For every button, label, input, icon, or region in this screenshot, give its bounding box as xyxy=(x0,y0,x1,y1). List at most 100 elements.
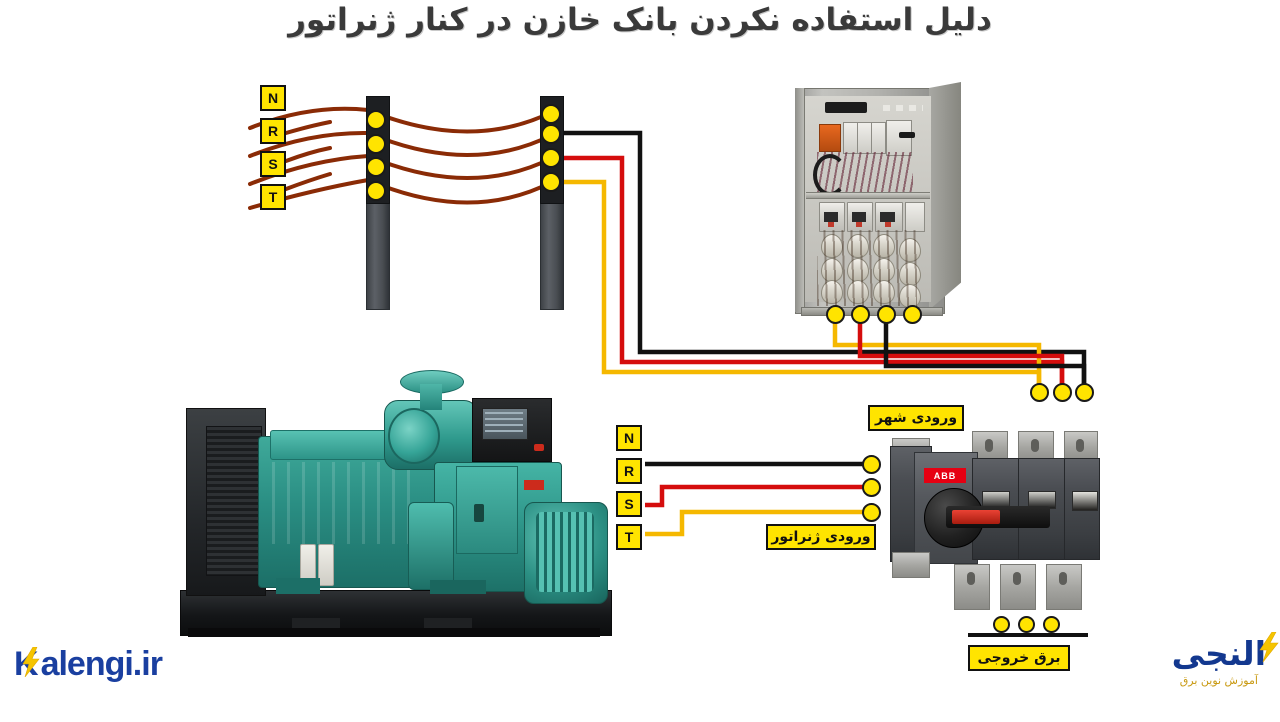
cabinet-output-terminal-4 xyxy=(903,305,922,324)
diesel-generator-set xyxy=(172,352,620,644)
utility-terminal-R[interactable]: R xyxy=(260,118,286,144)
switch-top-hole-2 xyxy=(985,439,993,452)
generator-alternator-terminal-box xyxy=(456,466,518,554)
city-input-terminal-R xyxy=(1075,383,1094,402)
capacitor-11 xyxy=(873,280,895,304)
pole-left-terminal-3 xyxy=(366,157,386,177)
cabinet-switch-handle xyxy=(899,132,915,138)
cabinet-cable-loop xyxy=(813,154,847,196)
control-transformer xyxy=(819,124,841,152)
cabinet-output-terminal-3 xyxy=(877,305,896,324)
generator-base-shadow xyxy=(188,628,600,637)
switch-input-terminal-T xyxy=(862,503,881,522)
wire-gen-S xyxy=(645,484,868,508)
switch-bottom-hole-2 xyxy=(967,572,975,585)
switch-bottom-tab-2 xyxy=(954,564,990,610)
switch-bottom-hole-4 xyxy=(1059,572,1067,585)
utility-terminal-T[interactable]: T xyxy=(260,184,286,210)
cabinet-wiring-lower xyxy=(817,230,917,306)
cabinet-contactor-2 xyxy=(847,202,873,232)
pole-right-terminal-2 xyxy=(541,124,561,144)
output-terminal-1 xyxy=(993,616,1010,633)
switch-input-terminal-S xyxy=(862,478,881,497)
cabinet-main-switch xyxy=(886,120,912,156)
generator-terminal-R[interactable]: R xyxy=(616,458,642,484)
pole-right-terminal-3 xyxy=(541,148,561,168)
callout-output-power: برق خروجی xyxy=(968,645,1070,671)
generator-terminal-T[interactable]: T xyxy=(616,524,642,550)
generator-engine-ribs xyxy=(272,462,420,544)
capacitor-2 xyxy=(847,234,869,258)
overhead-catenary-wires xyxy=(248,106,554,210)
switch-top-hole-3 xyxy=(1031,439,1039,452)
left-terminal-stubs xyxy=(284,120,332,191)
cabinet-breaker-1 xyxy=(843,122,858,154)
cabinet-output-terminal-1 xyxy=(826,305,845,324)
abb-transfer-switch: ABB xyxy=(886,428,1100,610)
switch-bottom-hole-3 xyxy=(1013,572,1021,585)
utility-phase-terminal-group: N R S T xyxy=(260,85,286,210)
switch-bottom-tab-1 xyxy=(892,552,930,578)
generator-emergency-stop xyxy=(534,444,544,451)
cabinet-indicator-lamps xyxy=(883,105,923,111)
kalengi-logo[interactable]: K alengi.ir xyxy=(14,645,163,684)
utility-terminal-N[interactable]: N xyxy=(260,85,286,111)
switch-bottom-tab-4 xyxy=(1046,564,1082,610)
alenji-logo-title: النجی xyxy=(1171,634,1266,673)
pole-right-terminal-1 xyxy=(541,104,561,124)
capacitor-3 xyxy=(873,234,895,258)
wire-cabinet-out-R xyxy=(883,315,1087,392)
callout-generator-input: ورودی ژنراتور xyxy=(766,524,876,550)
capacitor-9 xyxy=(821,280,843,304)
callout-city-input: ورودی شهر xyxy=(868,405,964,431)
generator-terminal-S[interactable]: S xyxy=(616,491,642,517)
output-terminal-3 xyxy=(1043,616,1060,633)
alenji-logo-subtitle: آموزش نوین برق xyxy=(1179,674,1258,687)
wire-cabinet-out-S xyxy=(857,315,1065,392)
wire-cabinet-out-T xyxy=(832,315,1042,392)
capacitor-4 xyxy=(899,238,921,262)
cabinet-contactor-1 xyxy=(819,202,845,232)
pole-right-terminal-4 xyxy=(541,172,561,192)
city-input-terminal-T xyxy=(1030,383,1049,402)
cabinet-top-incomer xyxy=(825,102,867,113)
pole-left-terminal-4 xyxy=(366,181,386,201)
capacitor-10 xyxy=(847,280,869,304)
generator-coupling-drum xyxy=(408,502,454,590)
generator-intake-neck xyxy=(420,384,442,410)
generator-air-filter-face xyxy=(388,408,440,464)
cabinet-door-edge xyxy=(795,88,805,312)
generator-phase-terminal-group: N R S T xyxy=(616,425,642,550)
cabinet-base xyxy=(801,307,943,316)
capacitor-bank-cabinet xyxy=(795,82,967,316)
generator-terminal-N[interactable]: N xyxy=(616,425,642,451)
lightning-bolt-icon xyxy=(22,647,40,677)
cabinet-aux-block xyxy=(905,202,925,232)
kalengi-logo-text: alengi.ir xyxy=(40,645,163,683)
alenji-logo[interactable]: النجی آموزش نوین برق xyxy=(1171,632,1279,687)
page-title: دلیل استفاده نکردن بانک خازن در کنار ژنر… xyxy=(288,2,992,38)
generator-fan-louvers xyxy=(536,512,594,592)
generator-foot-2 xyxy=(430,580,486,594)
abb-brand-logo: ABB xyxy=(924,468,966,483)
cabinet-output-terminal-2 xyxy=(851,305,870,324)
switch-contact-window-4 xyxy=(1072,491,1098,511)
cabinet-side-panel xyxy=(929,82,961,310)
generator-control-display-rows xyxy=(485,412,523,434)
utility-terminal-S[interactable]: S xyxy=(260,151,286,177)
lightning-bolt-icon-right xyxy=(1259,632,1279,662)
cabinet-breaker-2 xyxy=(857,122,872,154)
output-terminal-2 xyxy=(1018,616,1035,633)
switch-input-terminal-R xyxy=(862,455,881,474)
generator-foot-1 xyxy=(276,578,320,594)
generator-nameplate xyxy=(524,480,544,490)
generator-oil-filter-2 xyxy=(318,544,334,586)
switch-top-hole-4 xyxy=(1076,439,1084,452)
pole-left-terminal-2 xyxy=(366,134,386,154)
switch-bottom-tab-3 xyxy=(1000,564,1036,610)
capacitor-1 xyxy=(821,234,843,258)
cabinet-contactor-3 xyxy=(875,202,903,232)
cabinet-shelf xyxy=(806,192,930,199)
switch-handle-red-grip[interactable] xyxy=(952,510,1000,524)
